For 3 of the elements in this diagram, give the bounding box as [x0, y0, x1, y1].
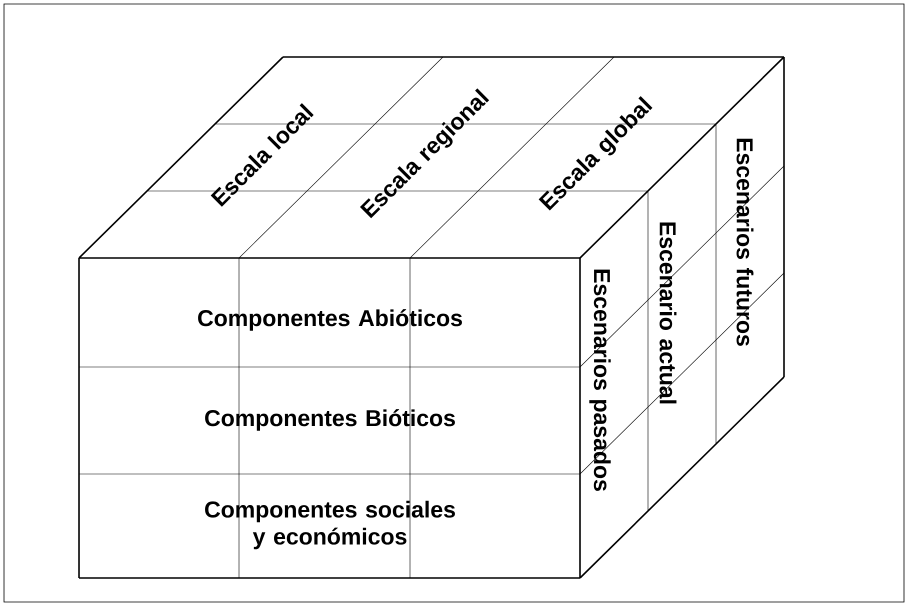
face-label: Escenario actual — [660, 222, 676, 404]
face-label: Escenarios pasados — [589, 270, 611, 491]
face-label: Escenarios futuros — [736, 138, 754, 346]
